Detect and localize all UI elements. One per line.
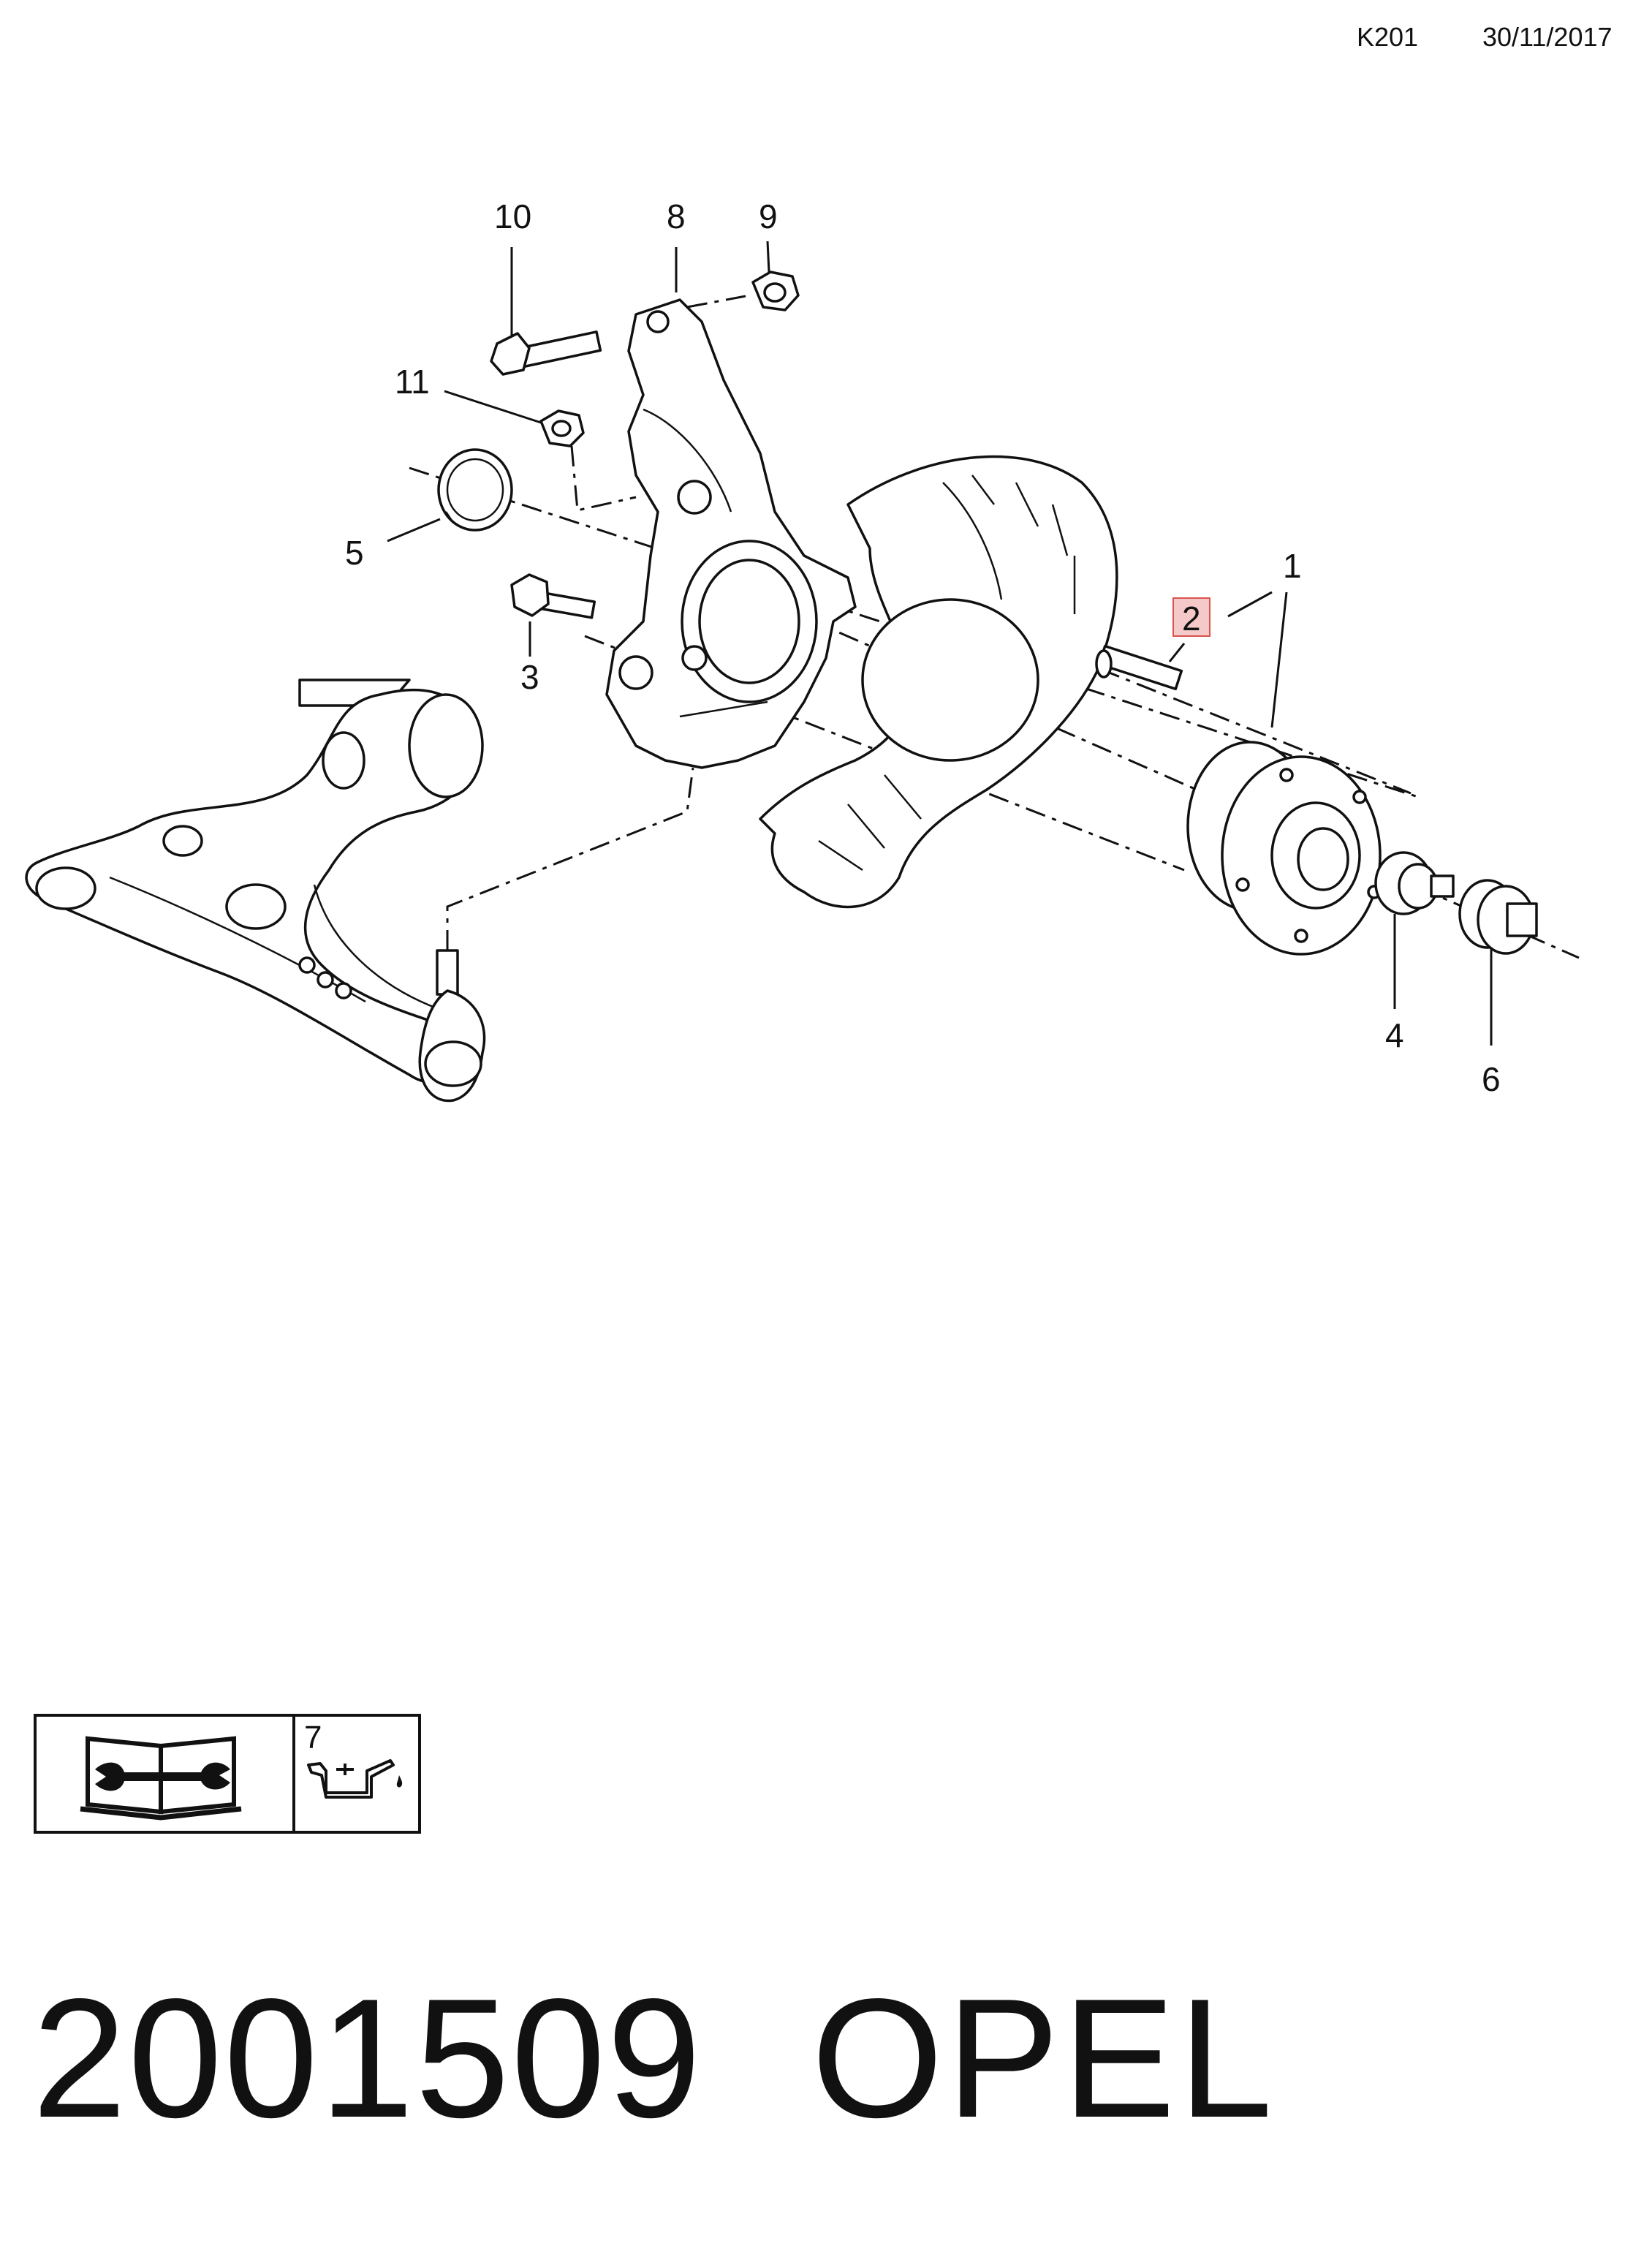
callouts: 10 8 9 11 5 3 1 2 4 6: [345, 197, 1501, 1098]
shield-bolt: [510, 573, 596, 619]
callout-6: 6: [1482, 1060, 1501, 1098]
callout-10: 10: [494, 197, 531, 235]
callout-5: 5: [345, 534, 364, 572]
part-number: 2001509: [32, 1964, 703, 2153]
diagram-date: 30/11/2017: [1482, 22, 1613, 52]
knuckle-bolt: [490, 330, 602, 376]
knuckle-nut: [751, 271, 800, 311]
repair-manual-icon: [80, 1736, 242, 1821]
leader-lines: [387, 241, 1493, 1046]
diagram-code: K201: [1357, 22, 1419, 52]
callout-2: 2: [1182, 600, 1201, 638]
snap-ring: [437, 448, 513, 532]
legend-item-number: 7: [304, 1720, 322, 1755]
callout-9: 9: [759, 197, 778, 235]
wheel-stud: [1095, 644, 1183, 691]
legend-table: 7: [34, 1714, 421, 1834]
oil-can-icon: [307, 1759, 403, 1799]
brake-dust-shield: [759, 455, 1118, 909]
exploded-parts-diagram: 10 8 9 11 5 3 1 2 4 6: [25, 197, 1580, 1103]
legend-cell-lubricant: 7: [295, 1717, 418, 1831]
callout-1: 1: [1283, 547, 1302, 585]
callout-11: 11: [395, 363, 430, 401]
lower-control-arm: [25, 679, 484, 1084]
callout-4: 4: [1385, 1016, 1404, 1054]
steering-knuckle: [605, 298, 857, 769]
ball-joint: [418, 949, 486, 1103]
ball-joint-nut: [539, 409, 585, 447]
callout-3: 3: [520, 658, 539, 696]
callout-8: 8: [667, 197, 686, 235]
hub-cap: [1458, 879, 1538, 955]
brand-name: OPEL: [811, 1964, 1276, 2153]
legend-cell-manual: [37, 1717, 295, 1831]
axle-nut: [1374, 851, 1455, 915]
callout-2-highlight: [1172, 597, 1210, 637]
wheel-hub: [1186, 741, 1382, 956]
